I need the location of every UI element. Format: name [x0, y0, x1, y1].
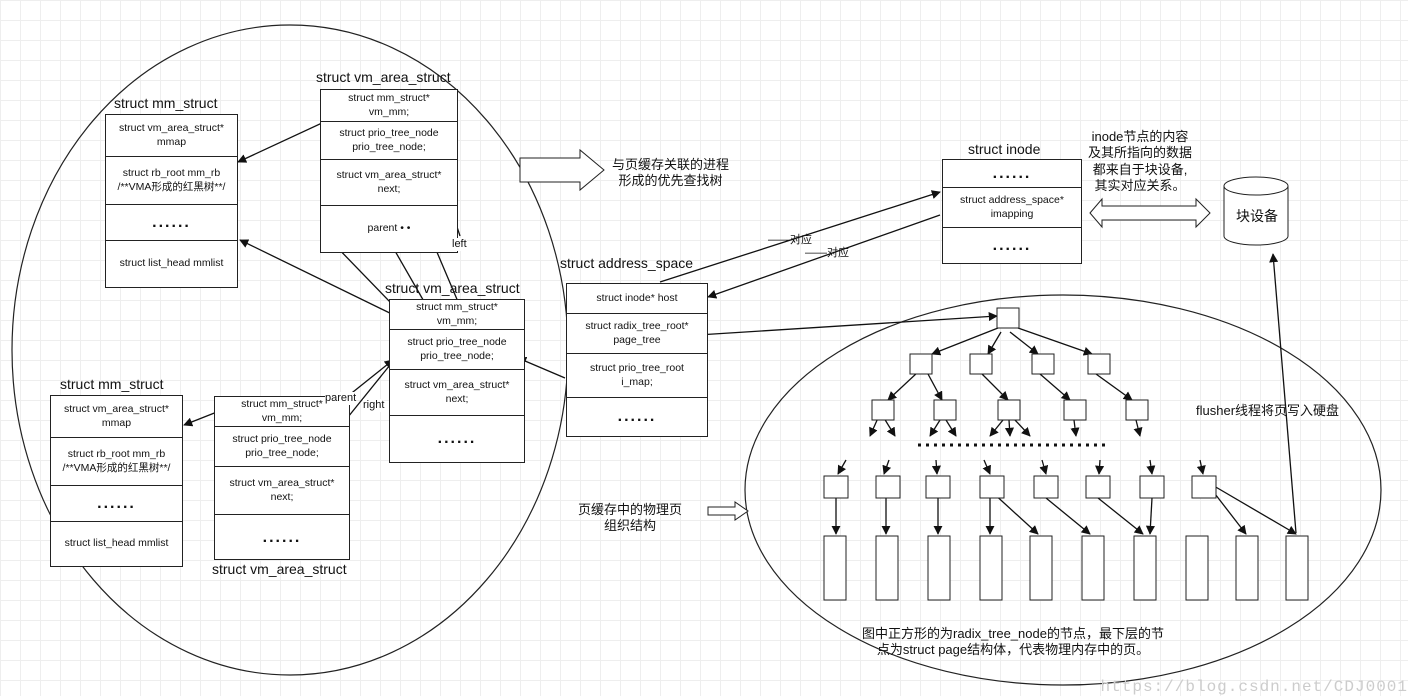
mm-struct-2-box: struct vm_area_struct*mmap struct rb_roo… [50, 395, 183, 567]
vma-top-title: struct vm_area_struct [316, 69, 451, 85]
physical-page-note: 页缓存中的物理页 组织结构 [578, 502, 683, 534]
mm2-dots: ...... [51, 486, 182, 522]
vma-bottom-dots: ...... [262, 529, 302, 546]
arrow-flusher [1269, 253, 1297, 534]
vma-bottom-vm-mm: struct mm_struct*vm_mm; [215, 397, 349, 427]
vma-bottom-next: struct vm_area_struct*next; [215, 467, 349, 515]
arrow-inode-to-as [707, 214, 941, 299]
edge-label-parent: parent [325, 392, 357, 406]
hollow-arrow-prio [519, 148, 605, 192]
as-page-tree-field: struct radix_tree_root*page_tree [567, 314, 707, 354]
inode-note: inode节点的内容 及其所指向的数据 都来自于块设备, 其实对应关系。 [1088, 129, 1193, 193]
vma-mid-next: struct vm_area_struct*next; [390, 370, 524, 416]
mm2-mmlist-field: struct list_head mmlist [64, 537, 169, 550]
radix-tree-note: 图中正方形的为radix_tree_node的节点，最下层的节 点为struct… [862, 626, 1164, 658]
edge-label-right: right [363, 399, 385, 413]
vma-mid-vm-mm: struct mm_struct*vm_mm; [390, 300, 524, 330]
correspond-label-b: ——对应 [805, 247, 849, 259]
vma-top-next: struct vm_area_struct*next; [321, 160, 457, 206]
flusher-label: flusher线程将页写入硬盘 [1196, 403, 1340, 418]
mm1-mm-rb-field: struct rb_root mm_rb/**VMA形成的红黑树**/ [106, 157, 237, 205]
arrow-page-tree-to-root [681, 311, 998, 337]
as-dots: ...... [617, 408, 657, 425]
arrow-imap-to-vma [517, 357, 566, 379]
hollow-arrow-page [707, 501, 749, 521]
inode-box: ...... struct address_space*imapping ...… [942, 159, 1082, 264]
prio-tree-note: 与页缓存关联的进程 形成的优先查找树 [612, 157, 730, 189]
radix-tree-nodes [823, 307, 1217, 499]
mm1-dots: ...... [106, 205, 237, 241]
arrow-vma-mid-to-mm1 [239, 239, 401, 319]
struct-page-rects [823, 535, 1309, 601]
mm-struct-1-title: struct mm_struct [114, 95, 218, 111]
mm1-mmlist-field: struct list_head mmlist [119, 257, 224, 270]
mm2-mmap-field: struct vm_area_struct*mmap [51, 396, 182, 438]
page-cache-ellipse [744, 294, 1382, 686]
address-space-title: struct address_space [560, 255, 694, 271]
inode-dots-top: ...... [943, 160, 1081, 188]
vma-top-parent: parent • • [367, 222, 411, 235]
mm-struct-2-title: struct mm_struct [60, 376, 164, 392]
vma-mid-title: struct vm_area_struct [385, 280, 520, 296]
mm1-mmap-field: struct vm_area_struct*mmap [106, 115, 237, 157]
block-device-label: 块设备 [1236, 208, 1278, 224]
vma-mid-dots: ...... [437, 430, 477, 447]
hollow-arrow-double [1089, 197, 1211, 229]
vma-bottom-title: struct vm_area_struct [212, 561, 347, 577]
vma-top-vm-mm: struct mm_struct*vm_mm; [321, 90, 457, 122]
watermark: https://blog.csdn.net/CDJ0001 [1100, 678, 1408, 696]
address-space-box: struct inode* host struct radix_tree_roo… [566, 283, 708, 437]
inode-mapping-field: struct address_space*imapping [943, 188, 1081, 228]
vma-top-box: struct mm_struct*vm_mm; struct prio_tree… [320, 89, 458, 253]
arrow-as-to-inode [659, 190, 941, 283]
vma-bottom-box: struct mm_struct*vm_mm; struct prio_tree… [214, 396, 350, 560]
vma-mid-box: struct mm_struct*vm_mm; struct prio_tree… [389, 299, 525, 463]
mm2-mm-rb-field: struct rb_root mm_rb/**VMA形成的红黑树**/ [51, 438, 182, 486]
mm-struct-1-box: struct vm_area_struct*mmap struct rb_roo… [105, 114, 238, 288]
correspond-label-a: ——对应 [768, 234, 812, 246]
edge-label-left: left [452, 238, 467, 252]
as-host-field: struct inode* host [567, 284, 707, 314]
diagram-canvas [11, 24, 1382, 686]
inode-title: struct inode [968, 141, 1041, 157]
inode-dots-bottom: ...... [992, 236, 1032, 254]
block-device-cylinder [1223, 176, 1289, 246]
